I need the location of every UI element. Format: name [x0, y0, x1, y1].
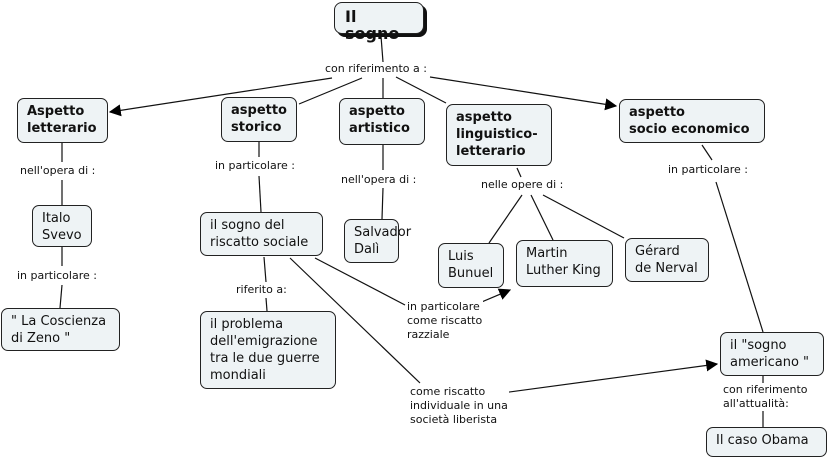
link-label-riferito-a: riferito a: — [235, 283, 288, 297]
link-label-riscatto-individuale: come riscatto individuale in una società… — [409, 385, 509, 427]
root-node-il-sogno[interactable]: Il sogno — [334, 2, 424, 42]
node-aspetto-linguistico-letterario[interactable]: aspetto linguistico- letterario — [446, 104, 552, 166]
node-aspetto-letterario[interactable]: Aspetto letterario — [17, 98, 108, 143]
link-label-in-particolare: in particolare : — [16, 269, 98, 283]
node-aspetto-storico[interactable]: aspetto storico — [221, 97, 297, 142]
node-salvador-dali[interactable]: Salvador Dalì — [344, 219, 411, 263]
node-luis-bunuel[interactable]: Luis Bunuel — [438, 243, 504, 288]
link-label-in-particolare: in particolare : — [214, 159, 296, 173]
link-label-nell-opera-di: nell'opera di : — [340, 173, 418, 187]
link-label-in-particolare: in particolare : — [667, 163, 749, 177]
node-caso-obama[interactable]: Il caso Obama — [706, 427, 827, 457]
node-sogno-americano[interactable]: il "sogno americano " — [720, 332, 824, 376]
link-label-riscatto-razziale: in particolare come riscatto razziale — [406, 300, 484, 342]
link-label-con-riferimento-attualita: con riferimento all'attualità: — [722, 383, 809, 411]
node-italo-svevo[interactable]: Italo Svevo — [32, 205, 92, 247]
link-label-con-riferimento: con riferimento a : — [324, 62, 428, 76]
node-gerard-de-nerval[interactable]: Gérard de Nerval — [625, 238, 709, 282]
node-martin-luther-king[interactable]: Martin Luther King — [516, 240, 613, 287]
link-label-nelle-opere-di: nelle opere di : — [480, 178, 565, 192]
node-aspetto-artistico[interactable]: aspetto artistico — [339, 98, 425, 145]
node-aspetto-socio-economico[interactable]: aspetto socio economico — [619, 99, 765, 143]
node-sogno-riscatto-sociale[interactable]: il sogno del riscatto sociale — [200, 212, 323, 256]
link-label-nell-opera-di: nell'opera di : — [19, 164, 97, 178]
node-coscienza-di-zeno[interactable]: " La Coscienza di Zeno " — [1, 308, 120, 351]
node-problema-emigrazione[interactable]: il problema dell'emigrazione tra le due … — [200, 311, 336, 389]
